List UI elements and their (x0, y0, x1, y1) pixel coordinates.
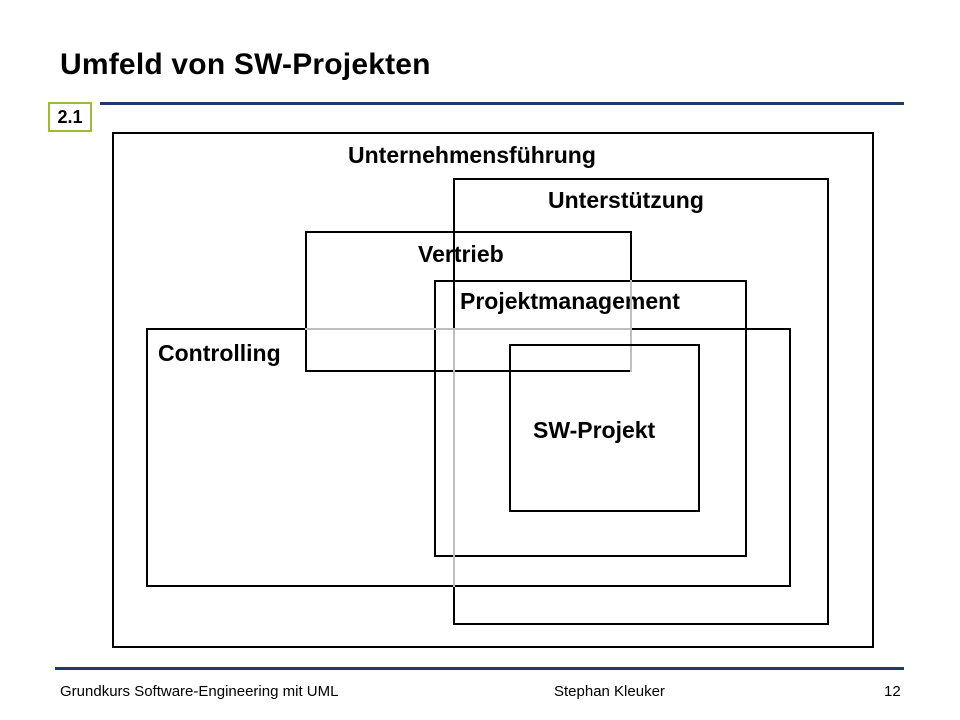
label-unterstuetzung: Unterstützung (548, 187, 704, 213)
label-controlling: Controlling (158, 340, 281, 366)
label-projektmanagement: Projektmanagement (460, 288, 680, 314)
overlap-line-controlling-top (305, 328, 632, 330)
slide-title: Umfeld von SW-Projekten (60, 48, 431, 81)
footer-course: Grundkurs Software-Engineering mit UML (60, 683, 339, 700)
section-badge: 2.1 (48, 102, 92, 132)
overlap-line-vertrieb-right (630, 280, 632, 372)
box-sw-projekt (509, 344, 700, 512)
footer-author: Stephan Kleuker (554, 683, 665, 700)
label-sw-projekt: SW-Projekt (533, 417, 656, 443)
box-unternehmensfuehrung (112, 132, 874, 648)
page-number: 12 (884, 683, 901, 700)
box-projektmanagement (434, 280, 747, 557)
footer-rule (55, 667, 904, 670)
label-unternehmensfuehrung: Unternehmensführung (348, 142, 596, 168)
label-vertrieb: Vertrieb (418, 241, 504, 267)
header-rule (100, 102, 904, 105)
overlap-line-unterstuetzung (453, 328, 455, 587)
